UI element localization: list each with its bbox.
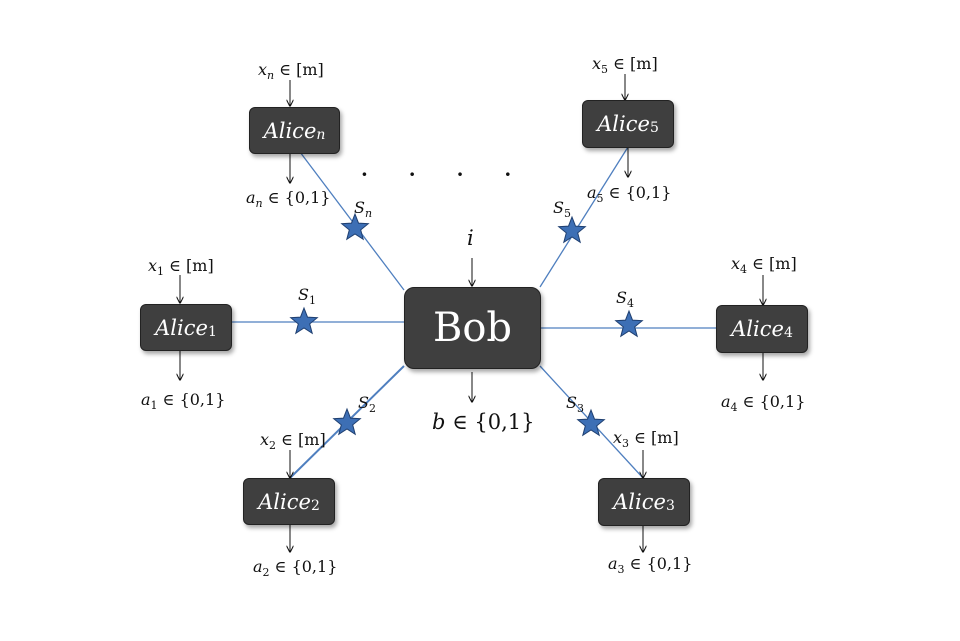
bob-box: Bob [404,287,541,369]
source-label-1: S1 [298,285,316,308]
input-label-alice-3: x3 ∈ [m] [613,428,679,451]
alice-n-sub: n [316,126,326,143]
output-label-alice-3: a3 ∈ {0,1} [608,554,693,577]
alice-4-sub: 4 [783,325,793,341]
alice-n-name: Alice [263,118,317,143]
input-label-alice-n: xn ∈ [m] [258,60,324,83]
source-label-3: S3 [566,393,584,416]
source-star-n [340,212,370,241]
output-label-alice-5: a5 ∈ {0,1} [587,183,672,206]
input-label-alice-1: x1 ∈ [m] [148,256,214,279]
input-label-alice-2: x2 ∈ [m] [260,430,326,453]
alice-5-name: Alice [597,112,650,136]
source-star-1 [289,306,319,335]
alice-4-name: Alice [731,317,784,341]
bob-output-label: b ∈ {0,1} [432,410,535,434]
output-label-alice-1: a1 ∈ {0,1} [141,390,226,413]
source-star-5 [557,215,587,244]
source-label-n: Sn [354,198,373,221]
source-label-4: S4 [616,288,634,311]
alice-3-sub: 3 [665,498,675,514]
bob-label: Bob [432,305,513,351]
source-star-4 [614,309,644,338]
input-label-alice-4: x4 ∈ [m] [731,254,797,277]
alice-3-name: Alice [613,490,666,514]
output-label-alice-n: an ∈ {0,1} [246,188,331,211]
alice-2-sub: 2 [310,497,320,514]
bob-input-label: i [467,226,474,250]
output-label-alice-4: a4 ∈ {0,1} [721,392,806,415]
alice-1-sub: 1 [207,323,217,340]
source-label-5: S5 [553,198,571,221]
source-star-3 [576,408,606,437]
alice-1-name: Alice [155,315,208,340]
ellipsis: · · · · [360,158,513,191]
alice-2-name: Alice [258,489,311,514]
link-alice-5 [539,146,629,288]
input-label-alice-5: x5 ∈ [m] [592,54,658,77]
alice-5-sub: 5 [649,120,659,136]
source-label-2: S2 [358,393,376,416]
output-label-alice-2: a2 ∈ {0,1} [253,557,338,580]
source-star-2 [332,407,362,436]
